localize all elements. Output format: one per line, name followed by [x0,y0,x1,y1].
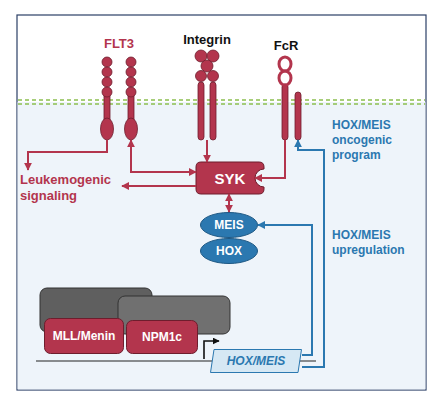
gene-box [211,350,302,373]
signal-arrow [28,140,107,170]
gene-node: HOX/MEIS [210,349,302,373]
gamma-chain [295,92,301,140]
redbox-node: MLL/Menin [44,318,124,354]
node-outline [266,38,306,140]
ig-domain [126,67,136,77]
signal-arrow [122,185,196,187]
flt3-node: FLT3 [95,36,143,140]
node-text: MLL/Menin [44,318,124,354]
integrin-domain [208,71,219,82]
node-text: SYK [196,162,264,194]
free-label: Leukemogenic signaling [20,172,124,204]
connector-arrow [255,140,285,178]
frame [17,15,426,390]
ig-domain [102,67,112,77]
integrin-domain [201,60,213,72]
cytoplasm [18,102,426,389]
kinase-domain [125,118,138,140]
ellipse-node: HOX [200,238,258,264]
node-outline [177,32,237,140]
protein-ellipse [201,213,258,238]
node-text: HOX/MEIS [210,349,302,373]
ig-loop [279,71,291,85]
connector-arrow [206,140,208,162]
ig-domain [102,57,112,67]
ellipse-node: MEIS [200,212,258,238]
receptor-stem [282,84,288,140]
receptor-label: FcR [246,38,326,54]
node-text: HOX [200,238,258,264]
ig-domain [102,87,112,97]
ig-loop [279,57,291,71]
node-outline [95,36,143,140]
receptor-label: FLT3 [75,36,163,52]
ig-domain [126,77,136,87]
edge-label: HOX/MEIS oncogenic program [332,118,420,163]
connector-arrow [228,194,230,212]
integrin-node: Integrin [177,32,237,140]
syk-node: SYK [196,162,264,194]
ig-domain [102,77,112,87]
protein-ellipse [201,239,258,264]
redbox-node: NPM1c [126,320,198,354]
kinase-domain [101,118,114,140]
protein-box [45,319,124,354]
integrin-leg [210,82,216,140]
edge-label: HOX/MEIS upregulation [332,228,420,258]
membrane-line [18,99,425,100]
node-text: MEIS [200,212,258,238]
connector-arrow [131,140,196,172]
protein-box [127,321,198,354]
receptor-label: Integrin [157,32,257,48]
fcr-node: FcR [266,38,306,140]
membrane-line [18,103,425,104]
ig-domain [126,57,136,67]
node-text: NPM1c [126,320,198,354]
integrin-leg [198,82,204,140]
integrin-domain [196,71,207,82]
connector-arrow [258,225,312,355]
ig-domain [126,87,136,97]
kinase-box [196,162,264,194]
connector-arrow [298,140,324,367]
